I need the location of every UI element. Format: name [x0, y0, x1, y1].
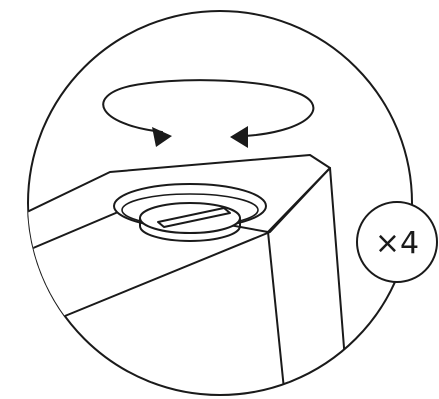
detail-view [0, 11, 412, 399]
quantity-badge: ×4 [357, 202, 437, 282]
quantity-badge-text: ×4 [375, 226, 419, 261]
